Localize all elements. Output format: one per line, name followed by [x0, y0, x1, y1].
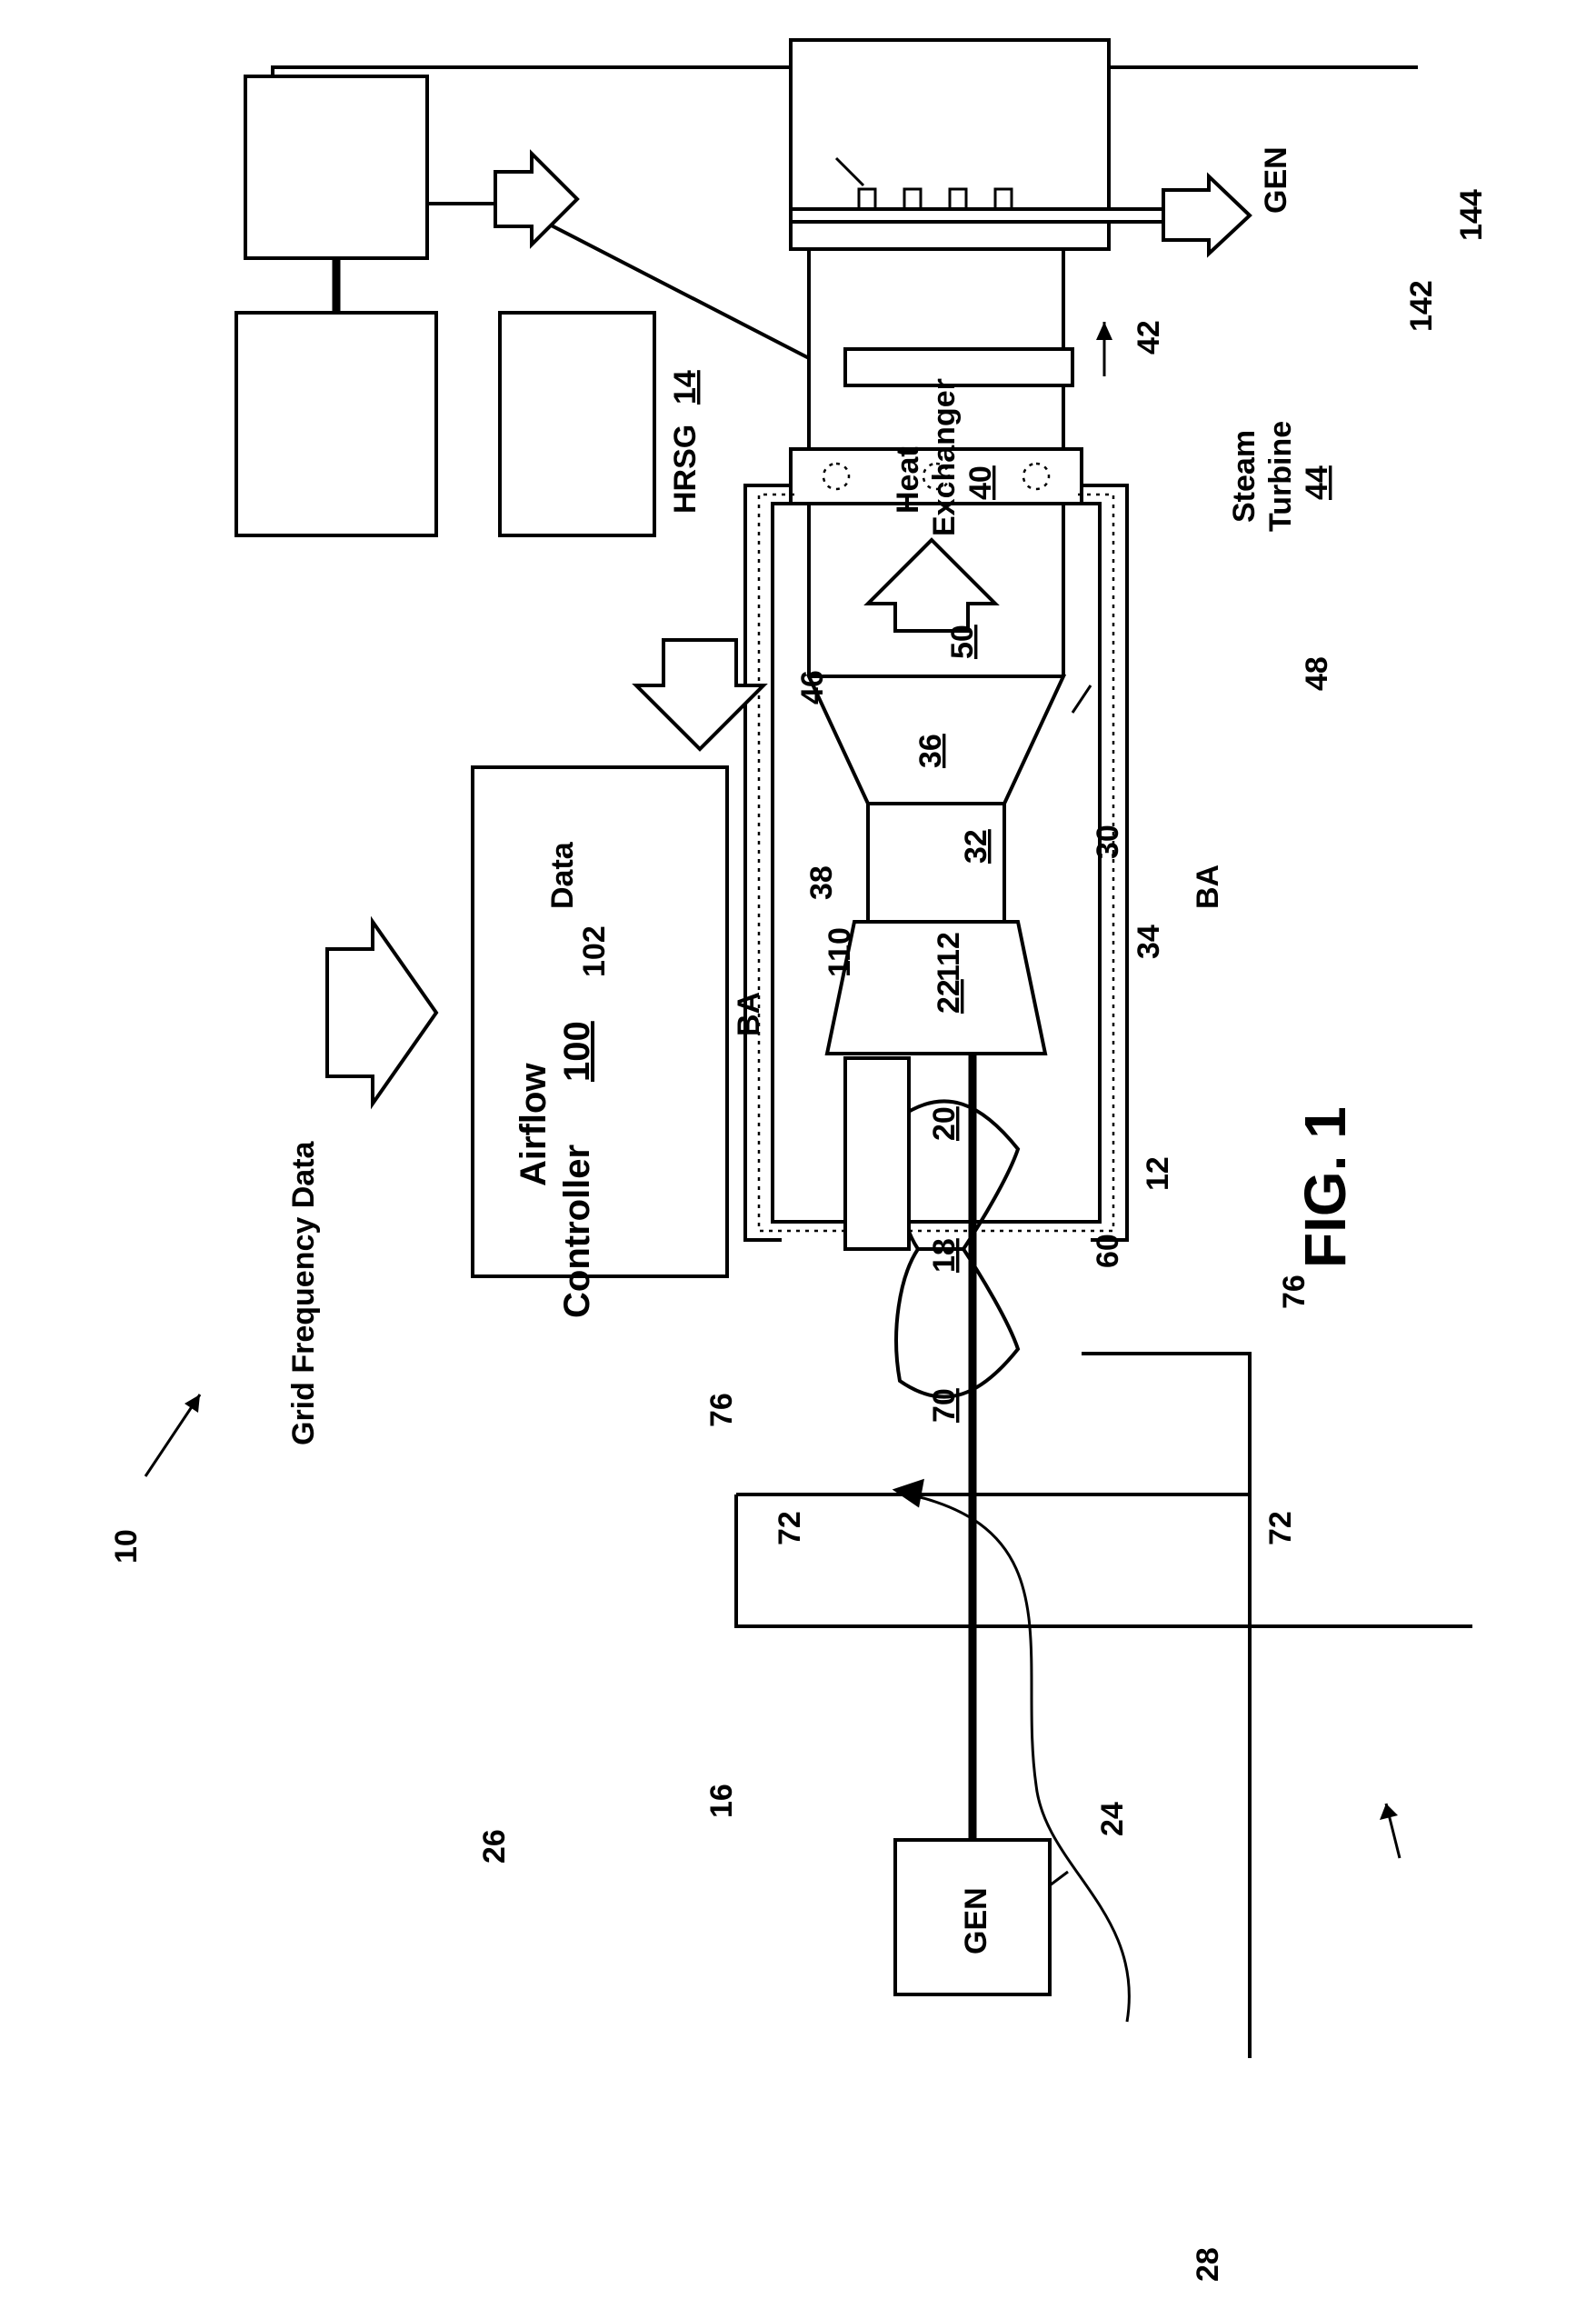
compressor-ref-18: 18 — [927, 1238, 962, 1273]
generator-label: GEN — [959, 1887, 993, 1954]
ref-102: 102 — [577, 925, 612, 977]
ref-76-lower: 76 — [1277, 1274, 1312, 1309]
bypass-duct-upper-outer — [745, 485, 791, 1240]
ref-110: 110 — [823, 927, 857, 977]
steam-turbine-ref: 44 — [1300, 465, 1334, 500]
ref-46: 46 — [795, 670, 830, 705]
ref-38: 38 — [804, 865, 839, 900]
steam-turbine-line2: Turbine — [1263, 421, 1298, 532]
bleed-air-label-upper: BA — [732, 992, 766, 1036]
bleed-air-label-lower: BA — [1191, 865, 1225, 909]
airflow-controller-box — [473, 767, 727, 1276]
exhaust-ref-32: 32 — [959, 829, 993, 864]
heat-exchanger-box — [500, 313, 654, 535]
controller-ref: 100 — [557, 1021, 597, 1082]
heat-exchanger-line2: Exchanger — [927, 378, 962, 536]
ref-10: 10 — [109, 1529, 144, 1564]
steam-turbine-line1: Steam — [1227, 430, 1262, 523]
ref-42: 42 — [1132, 320, 1166, 355]
grid-frequency-arrow — [327, 922, 436, 1104]
ref-144: 144 — [1454, 189, 1489, 241]
ref-48: 48 — [1300, 656, 1334, 691]
injection-pipe — [791, 209, 1163, 222]
turbine-exit-leader — [1072, 685, 1091, 713]
data-label: Data — [545, 841, 580, 909]
ref-24: 24 — [1095, 1802, 1130, 1836]
exhaust-flow-arrow — [868, 540, 995, 631]
bleed-section-ref-70: 70 — [927, 1388, 962, 1423]
heat-exchanger-ref: 40 — [963, 465, 998, 500]
st-generator-label: GEN — [1259, 146, 1293, 214]
injection-arrow — [1163, 176, 1250, 254]
controller-line2: Controller — [557, 1145, 597, 1318]
heat-exchanger-line1: Heat — [891, 446, 925, 514]
bypass-duct-lower-outer — [1082, 485, 1127, 1240]
ref-34: 34 — [1132, 925, 1166, 959]
figure-caption: FIG. 1 — [1292, 1106, 1358, 1268]
ref-112: 112 — [932, 932, 966, 982]
steam-turbine-box — [236, 313, 436, 535]
exhaust-flow-arrowhead — [1096, 322, 1112, 340]
ref-76-upper: 76 — [704, 1393, 739, 1427]
inlet-arrowhead — [1380, 1804, 1398, 1820]
ref-16: 16 — [704, 1784, 739, 1818]
ref-30: 30 — [1091, 825, 1125, 859]
ref-142: 142 — [1404, 280, 1439, 332]
airflow-leader — [1050, 1872, 1068, 1885]
ref-72-upper: 72 — [773, 1511, 807, 1545]
ref-72-lower: 72 — [1263, 1511, 1298, 1545]
combustor-ref-20: 20 — [927, 1106, 962, 1141]
section-50-ref: 50 — [945, 625, 980, 659]
inlet-hood-top — [1082, 1354, 1250, 1494]
hrsg-label: HRSG — [668, 425, 703, 514]
inlet-duct-lower-wall — [736, 1494, 1472, 1626]
system-arrowhead — [185, 1394, 200, 1413]
inlet-duct-outer-wall — [1082, 1494, 1250, 2058]
steam-generator-box — [245, 76, 427, 258]
controller-line1: Airflow — [514, 1063, 554, 1186]
bleed-section-box — [845, 1058, 909, 1249]
ref-60: 60 — [1091, 1234, 1125, 1268]
grid-frequency-label: Grid Frequency Data — [286, 1140, 321, 1445]
airflow-arrowhead — [895, 1481, 923, 1505]
ref-28: 28 — [1191, 2247, 1225, 2282]
duct-ref-36: 36 — [913, 734, 948, 768]
turbine-ref-22: 22 — [932, 979, 966, 1014]
ref-12: 12 — [1141, 1156, 1175, 1191]
ref-26: 26 — [477, 1829, 512, 1864]
hrsg-ref: 14 — [668, 370, 703, 405]
